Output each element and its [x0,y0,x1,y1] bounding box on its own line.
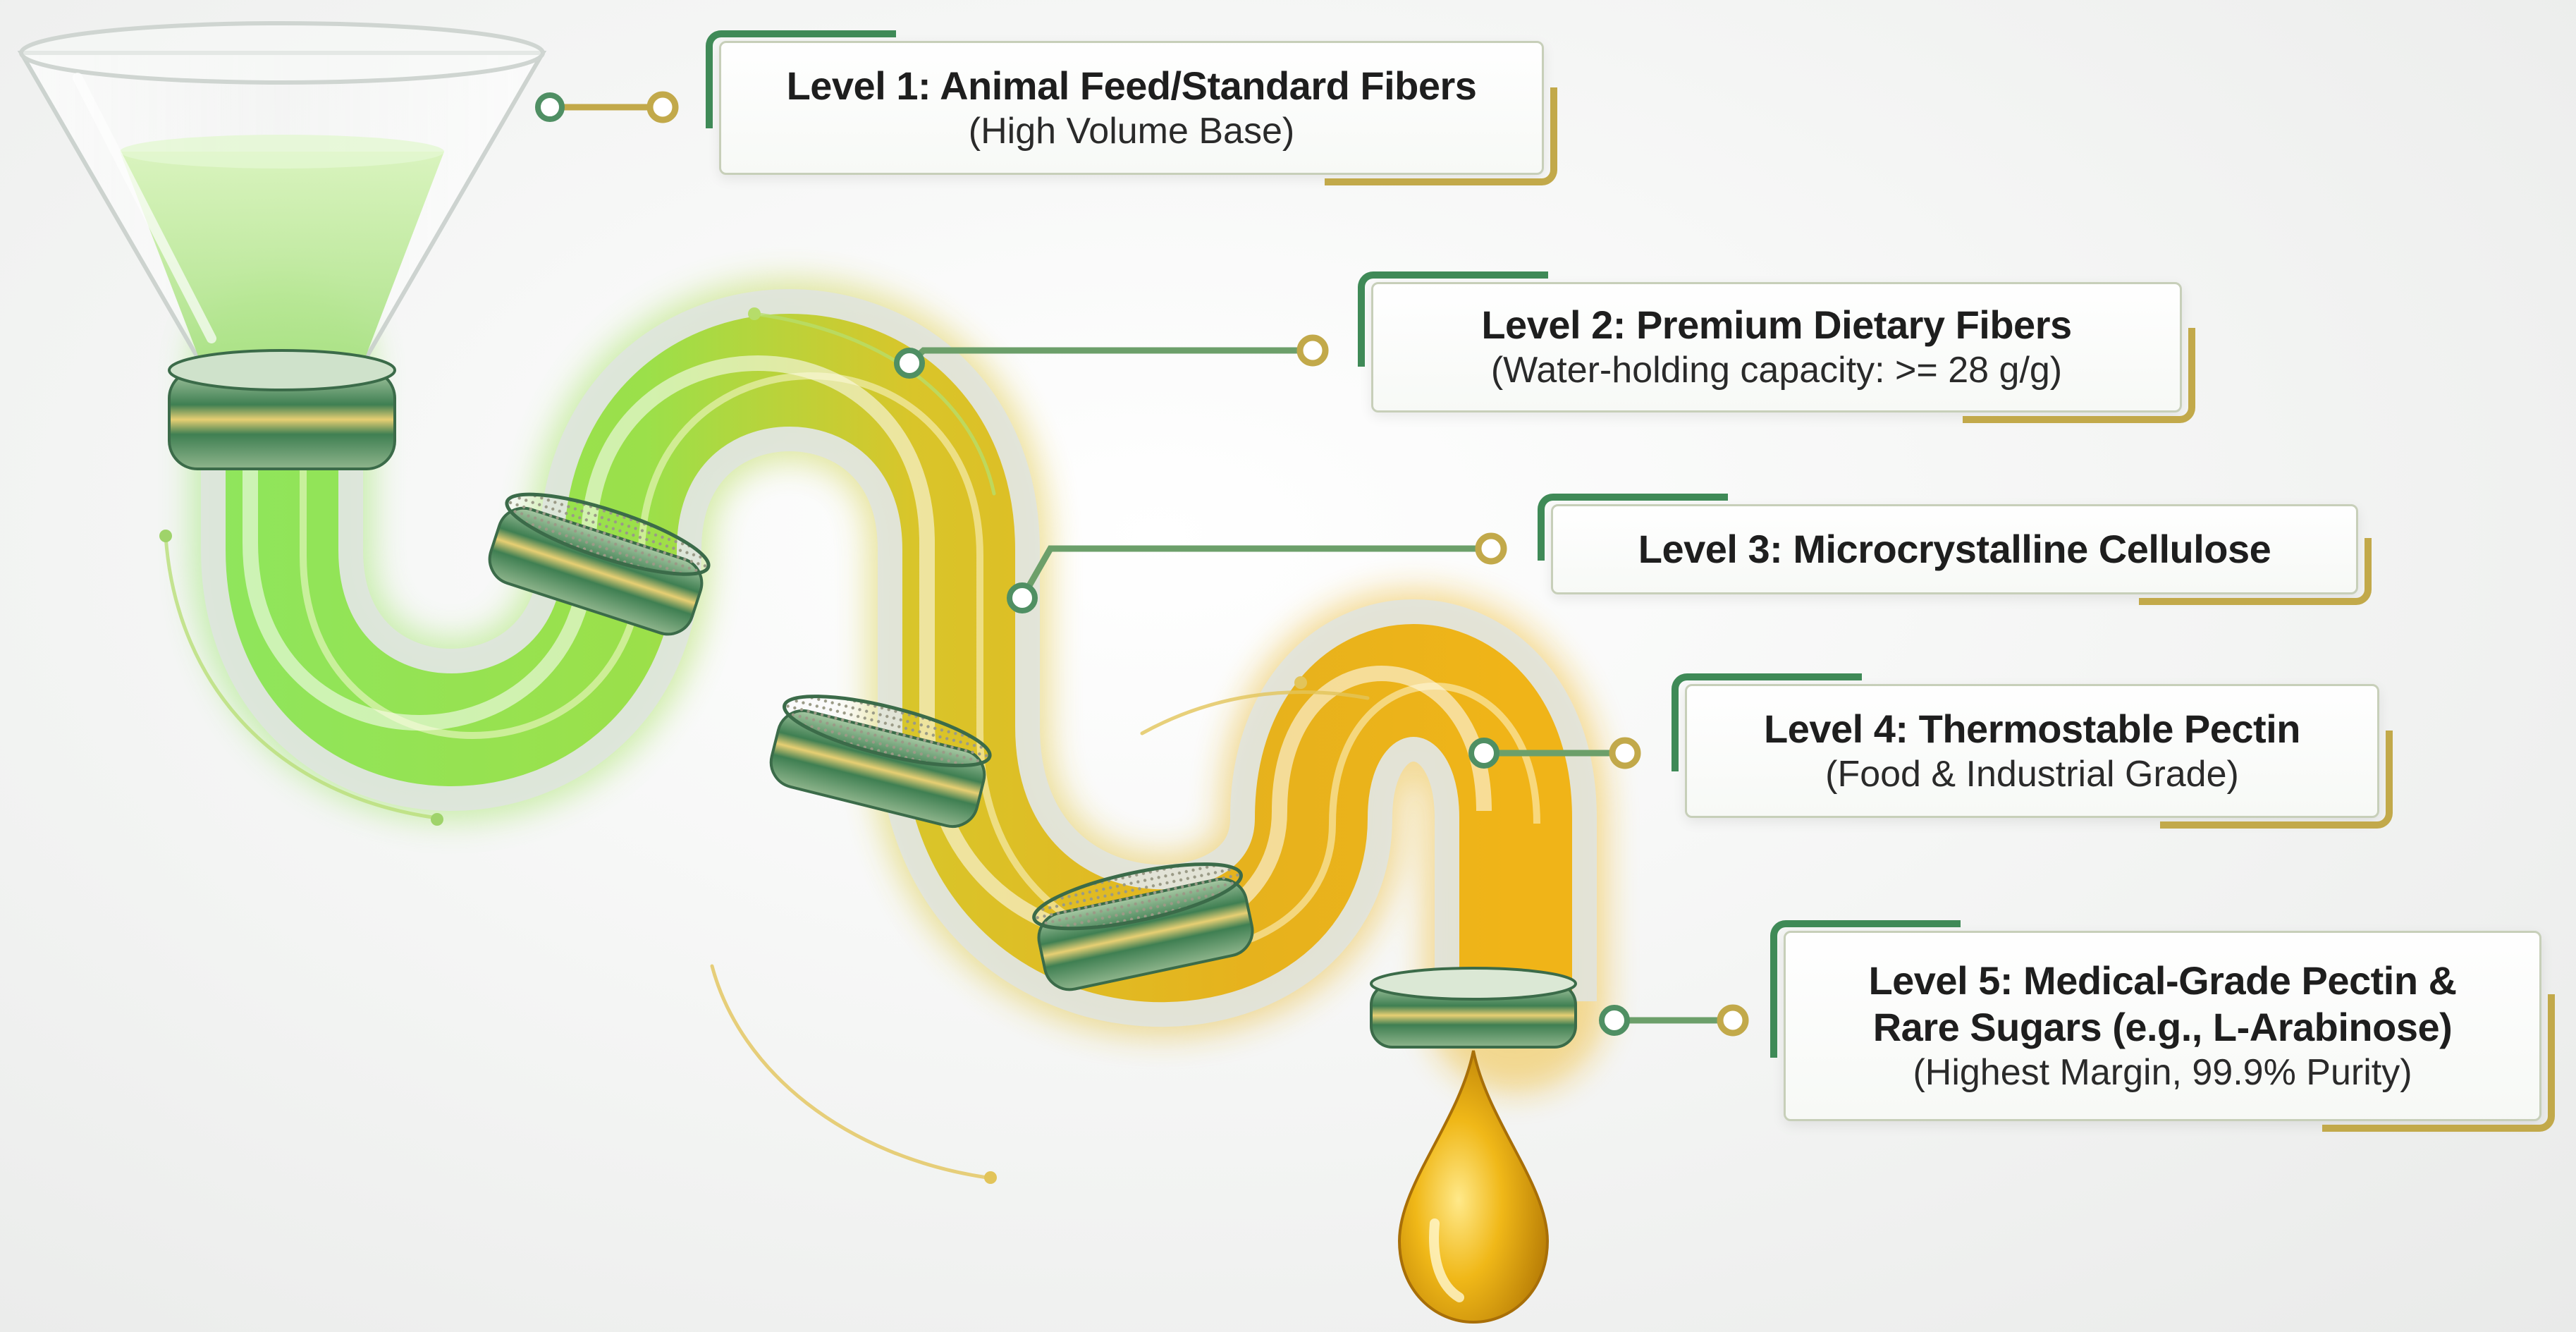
leader-level-1 [535,91,679,123]
level-1-subtitle: (High Volume Base) [968,110,1295,152]
connector-leaders [535,91,1749,1037]
funnel [17,21,547,365]
leader-level-5 [1599,1004,1749,1037]
liquid-drop [1397,1050,1550,1324]
level-1-label: Level 1: Animal Feed/Standard Fibers (Hi… [706,30,1557,185]
filter-ring [769,695,992,829]
filter-rings [168,349,1577,1049]
filter-ring [1032,862,1254,991]
level-3-title: Level 3: Microcrystalline Cellulose [1638,526,2271,571]
level-2-label: Level 2: Premium Dietary Fibers (Water-h… [1358,271,2195,423]
level-5-label: Level 5: Medical-Grade Pectin & Rare Sug… [1770,920,2555,1132]
level-5-title-line-2: Rare Sugars (e.g., L-Arabinose) [1872,1004,2453,1049]
level-5-title-line-1: Level 5: Medical-Grade Pectin & [1868,958,2457,1003]
leader-level-4 [1468,737,1641,769]
level-5-subtitle: (Highest Margin, 99.9% Purity) [1913,1051,2412,1093]
level-3-label: Level 3: Microcrystalline Cellulose [1538,494,2372,605]
level-4-subtitle: (Food & Industrial Grade) [1825,753,2239,795]
level-1-title: Level 1: Animal Feed/Standard Fibers [786,63,1477,108]
level-4-label: Level 4: Thermostable Pectin (Food & Ind… [1672,673,2393,829]
filter-ring [168,349,396,470]
filter-ring [1370,967,1577,1049]
filter-ring [488,492,711,636]
leader-level-2 [894,334,1329,379]
level-2-title: Level 2: Premium Dietary Fibers [1481,303,2072,348]
level-4-title: Level 4: Thermostable Pectin [1764,706,2300,751]
leader-level-3 [1007,532,1507,613]
level-2-subtitle: (Water-holding capacity: >= 28 g/g) [1490,350,2063,391]
flow-arcs [159,307,1370,1184]
glass-pipe [201,289,1597,1027]
